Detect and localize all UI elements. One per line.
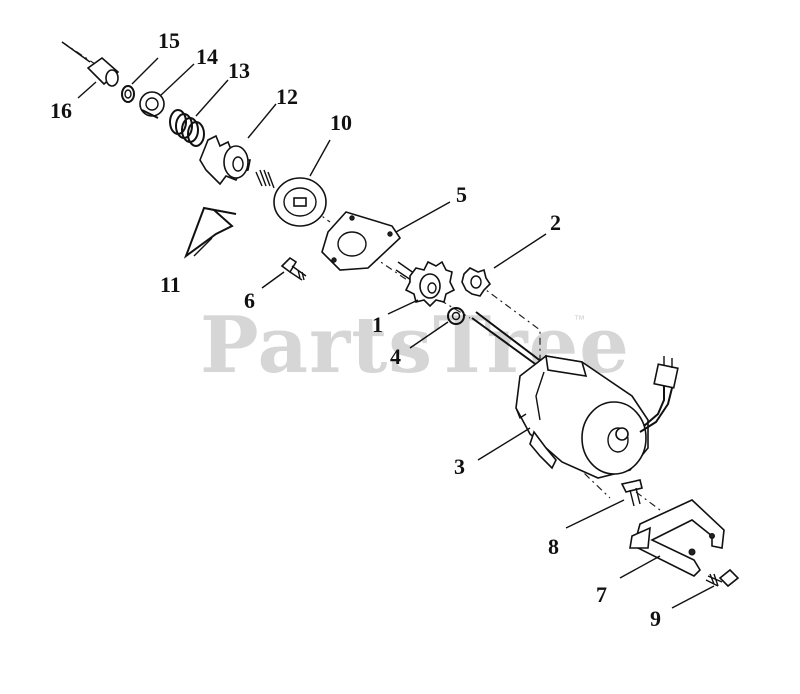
callout-15: 15 (158, 28, 180, 53)
part-12-pinion-gear (199, 134, 251, 186)
part-8-bolt (620, 479, 643, 507)
part-6-screw (280, 256, 307, 281)
part-14-cap (139, 91, 165, 119)
part-4-washer (447, 307, 465, 325)
callout-5: 5 (456, 182, 467, 207)
part-11-clip (183, 206, 237, 259)
callout-8: 8 (548, 534, 559, 559)
part-16-sleeve (61, 41, 120, 87)
callout-1: 1 (372, 312, 383, 337)
part-5-mounting-plate (321, 211, 402, 271)
part-2-small-gear (461, 267, 492, 297)
callout-11: 11 (160, 272, 181, 297)
callout-16: 16 (50, 98, 72, 123)
callout-13: 13 (228, 58, 250, 83)
part-7-bracket (629, 499, 725, 577)
part-9-screw (705, 568, 740, 588)
callout-10: 10 (330, 110, 352, 135)
callout-9: 9 (650, 606, 661, 631)
part-13-spring (169, 109, 205, 147)
part-10-drive-plate (255, 169, 327, 227)
callout-6: 6 (244, 288, 255, 313)
part-3-starter-motor (471, 311, 679, 479)
leader-lines (77, 57, 715, 609)
callout-3: 3 (454, 454, 465, 479)
callout-12: 12 (276, 84, 298, 109)
part-15-retaining-ring (121, 85, 135, 103)
part-1-idler-gear (395, 260, 456, 308)
callout-14: 14 (196, 44, 218, 69)
callout-2: 2 (550, 210, 561, 235)
callout-7: 7 (596, 582, 607, 607)
callout-4: 4 (390, 344, 401, 369)
watermark-trademark: ™ (574, 314, 585, 326)
